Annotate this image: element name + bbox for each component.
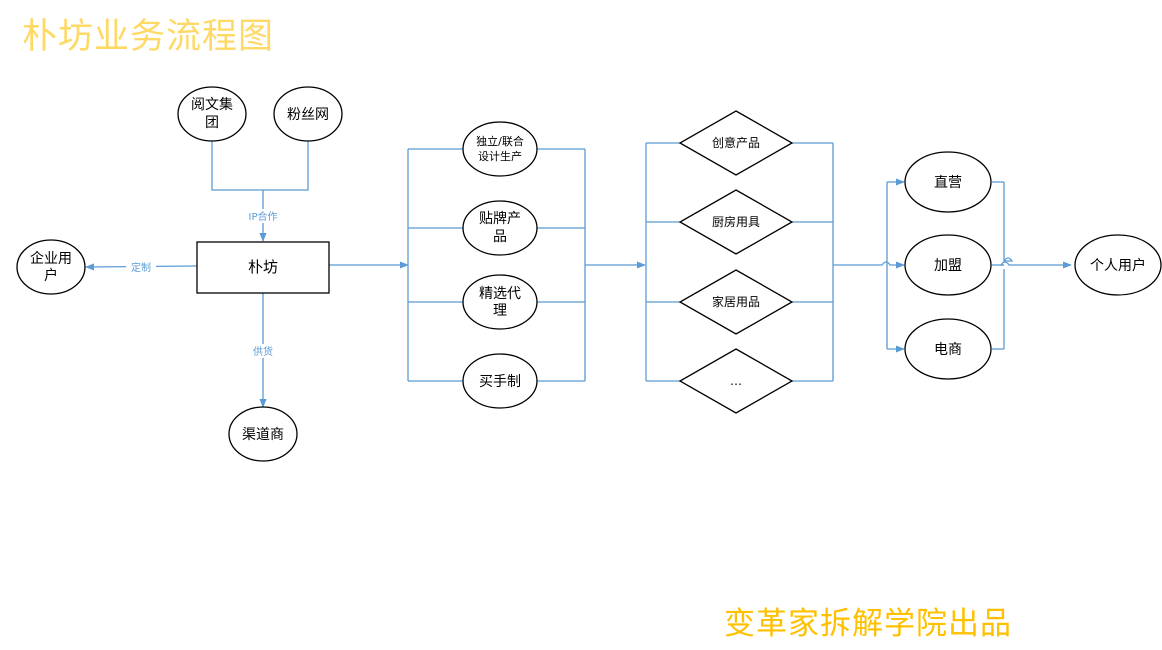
svg-text:户: 户 [44,267,58,284]
node-maishou: 买手制 [462,353,538,409]
ip-label-bg [243,209,283,223]
node-jingxuan: 精选代 理 [462,274,538,330]
node-zhiying: 直营 [904,151,992,213]
svg-text:团: 团 [205,115,219,131]
node-duli: 独立/联合 设计生产 [462,121,538,177]
svg-text:品: 品 [493,229,507,245]
svg-text:渠道商: 渠道商 [242,427,284,443]
svg-text:独立/联合: 独立/联合 [476,134,524,148]
svg-text:厨房用具: 厨房用具 [712,214,760,229]
node-more: … [678,348,794,414]
node-qudao: 渠道商 [228,406,298,462]
node-yuewen: 阅文集 团 [177,86,247,142]
svg-text:贴牌产: 贴牌产 [479,210,521,227]
node-chuangyi: 创意产品 [678,110,794,176]
channel-bracket-right [1003,182,1014,349]
diagram-title: 朴坊业务流程图 [22,17,275,57]
gonghuo-label-bg [248,344,278,358]
node-jiaju: 家居用品 [678,269,794,335]
svg-text:设计生产: 设计生产 [478,149,522,163]
svg-text:精选代: 精选代 [479,286,521,302]
node-geren: 个人用户 [1074,234,1162,296]
svg-text:个人用户: 个人用户 [1090,257,1146,274]
svg-text:加盟: 加盟 [934,258,962,274]
node-pufang: 朴坊 [196,241,330,294]
svg-text:买手制: 买手制 [479,374,521,390]
svg-text:企业用: 企业用 [30,250,72,267]
svg-text:阅文集: 阅文集 [191,96,233,113]
svg-text:电商: 电商 [934,342,962,358]
node-chufang: 厨房用具 [678,189,794,255]
footer-credit: 变革家拆解学院出品 [724,606,1012,642]
svg-text:创意产品: 创意产品 [712,135,760,150]
svg-text:粉丝网: 粉丝网 [287,107,329,123]
svg-text:直营: 直营 [934,174,962,191]
connectors [85,140,1072,408]
connector-channels-to-geren [999,261,1072,269]
svg-text:理: 理 [493,303,507,319]
svg-text:家居用品: 家居用品 [712,294,760,309]
svg-text:…: … [730,374,742,388]
dingzhi-label-bg [126,260,156,274]
edge-label-ip: IP合作 [249,210,278,223]
node-jiameng: 加盟 [904,234,992,296]
svg-text:朴坊: 朴坊 [248,258,278,276]
node-tiepai: 贴牌产 品 [462,200,538,256]
edge-label-dingzhi: 定制 [131,261,151,274]
connector-yuewen-merge [211,140,309,191]
node-qiye: 企业用 户 [16,239,86,295]
node-fensi: 粉丝网 [273,86,343,142]
node-dianshang: 电商 [904,318,992,380]
connector-products-to-channels [833,261,905,269]
edge-label-gonghuo: 供货 [253,345,273,358]
